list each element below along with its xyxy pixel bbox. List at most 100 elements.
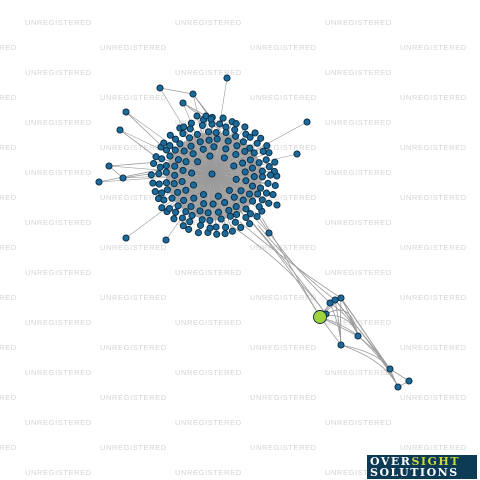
graph-node [263,142,271,150]
watermark-text: UNREGISTERED [175,268,242,277]
watermark-text: UNREGISTERED [250,243,317,252]
graph-node [225,206,233,214]
graph-edge [211,154,236,175]
graph-node [354,332,362,340]
watermark-text: UNREGISTERED [0,143,17,152]
graph-node [216,120,224,128]
graph-node [194,158,202,166]
watermark-text: UNREGISTERED [100,193,167,202]
graph-node [180,147,188,155]
graph-edge [203,173,213,195]
watermark-text: UNREGISTERED [100,43,167,52]
graph-node [185,134,194,142]
graph-node [221,230,229,238]
graph-node [174,156,182,164]
watermark-text: UNREGISTERED [0,293,17,302]
graph-node [271,181,279,190]
graph-node [170,215,178,223]
watermark-text: UNREGISTERED [250,93,317,102]
graph-node [231,126,239,134]
graph-edge [211,173,237,180]
graph-edge [329,302,359,337]
graph-node [269,191,277,199]
watermark-text: UNREGISTERED [100,243,167,252]
graph-edge [357,335,399,388]
graph-edge [211,151,245,175]
graph-node [171,146,179,154]
graph-node [255,203,263,211]
graph-node [293,150,301,158]
graph-node [253,212,261,221]
graph-node [239,196,247,204]
graph-node [232,150,240,159]
graph-node [119,174,127,182]
watermark-text: UNREGISTERED [0,193,17,202]
graph-edge [211,161,275,175]
graph-node [212,129,220,137]
graph-node [202,112,210,120]
graph-node [232,120,240,128]
graph-node [178,177,186,186]
graph-node [166,131,174,139]
graph-edge [254,211,331,304]
watermark-text: UNREGISTERED [400,93,467,102]
graph-edge [211,173,278,206]
watermark-text: UNREGISTERED [25,68,92,77]
graph-edge [183,173,213,226]
graph-node [223,74,231,82]
graph-node [155,170,163,178]
watermark-text: UNREGISTERED [175,68,242,77]
graph-node [221,199,229,207]
graph-edge [192,153,213,175]
graph-node [185,225,193,233]
graph-edge [182,102,207,117]
graph-node [273,201,281,209]
graph-node [242,177,250,185]
graph-node [241,123,249,131]
logo-word-sight: SIGHT [411,455,461,468]
graph-edge [211,173,237,215]
watermark-text: UNREGISTERED [0,343,17,352]
graph-node [163,186,171,194]
graph-node [194,229,202,237]
graph-node [189,150,197,158]
graph-edge [167,173,213,191]
highlighted-entity [313,310,327,324]
graph-edge [203,173,213,204]
watermark-text: UNREGISTERED [100,93,167,102]
graph-edge [203,119,213,175]
graph-edge [340,344,391,370]
graph-node [156,163,164,171]
graph-node [196,138,204,146]
graph-node [205,136,213,144]
graph-node [206,152,214,160]
graph-node [198,121,207,129]
graph-node [174,188,182,196]
graph-node [258,196,266,204]
watermark-text: UNREGISTERED [100,393,167,402]
graph-node [394,383,402,391]
graph-node [171,171,179,179]
watermark-text: UNREGISTERED [175,368,242,377]
graph-edge [201,173,213,220]
watermark-text: UNREGISTERED [25,118,92,127]
watermark-text: UNREGISTERED [400,343,467,352]
graph-node [242,213,250,222]
graph-edge [182,173,213,182]
graph-node [188,211,196,220]
graph-edge [211,173,237,207]
graph-node [265,163,273,171]
graph-node [213,135,221,143]
graph-node [166,142,174,150]
watermark-text: UNREGISTERED [400,293,467,302]
graph-node [187,119,195,127]
watermark-text: UNREGISTERED [325,68,392,77]
watermark-text: UNREGISTERED [325,418,392,427]
graph-edge [211,173,217,228]
graph-node [180,196,188,204]
graph-node [170,180,178,188]
watermark-text: UNREGISTERED [250,43,317,52]
graph-edge [325,309,359,337]
graph-node [187,202,195,211]
